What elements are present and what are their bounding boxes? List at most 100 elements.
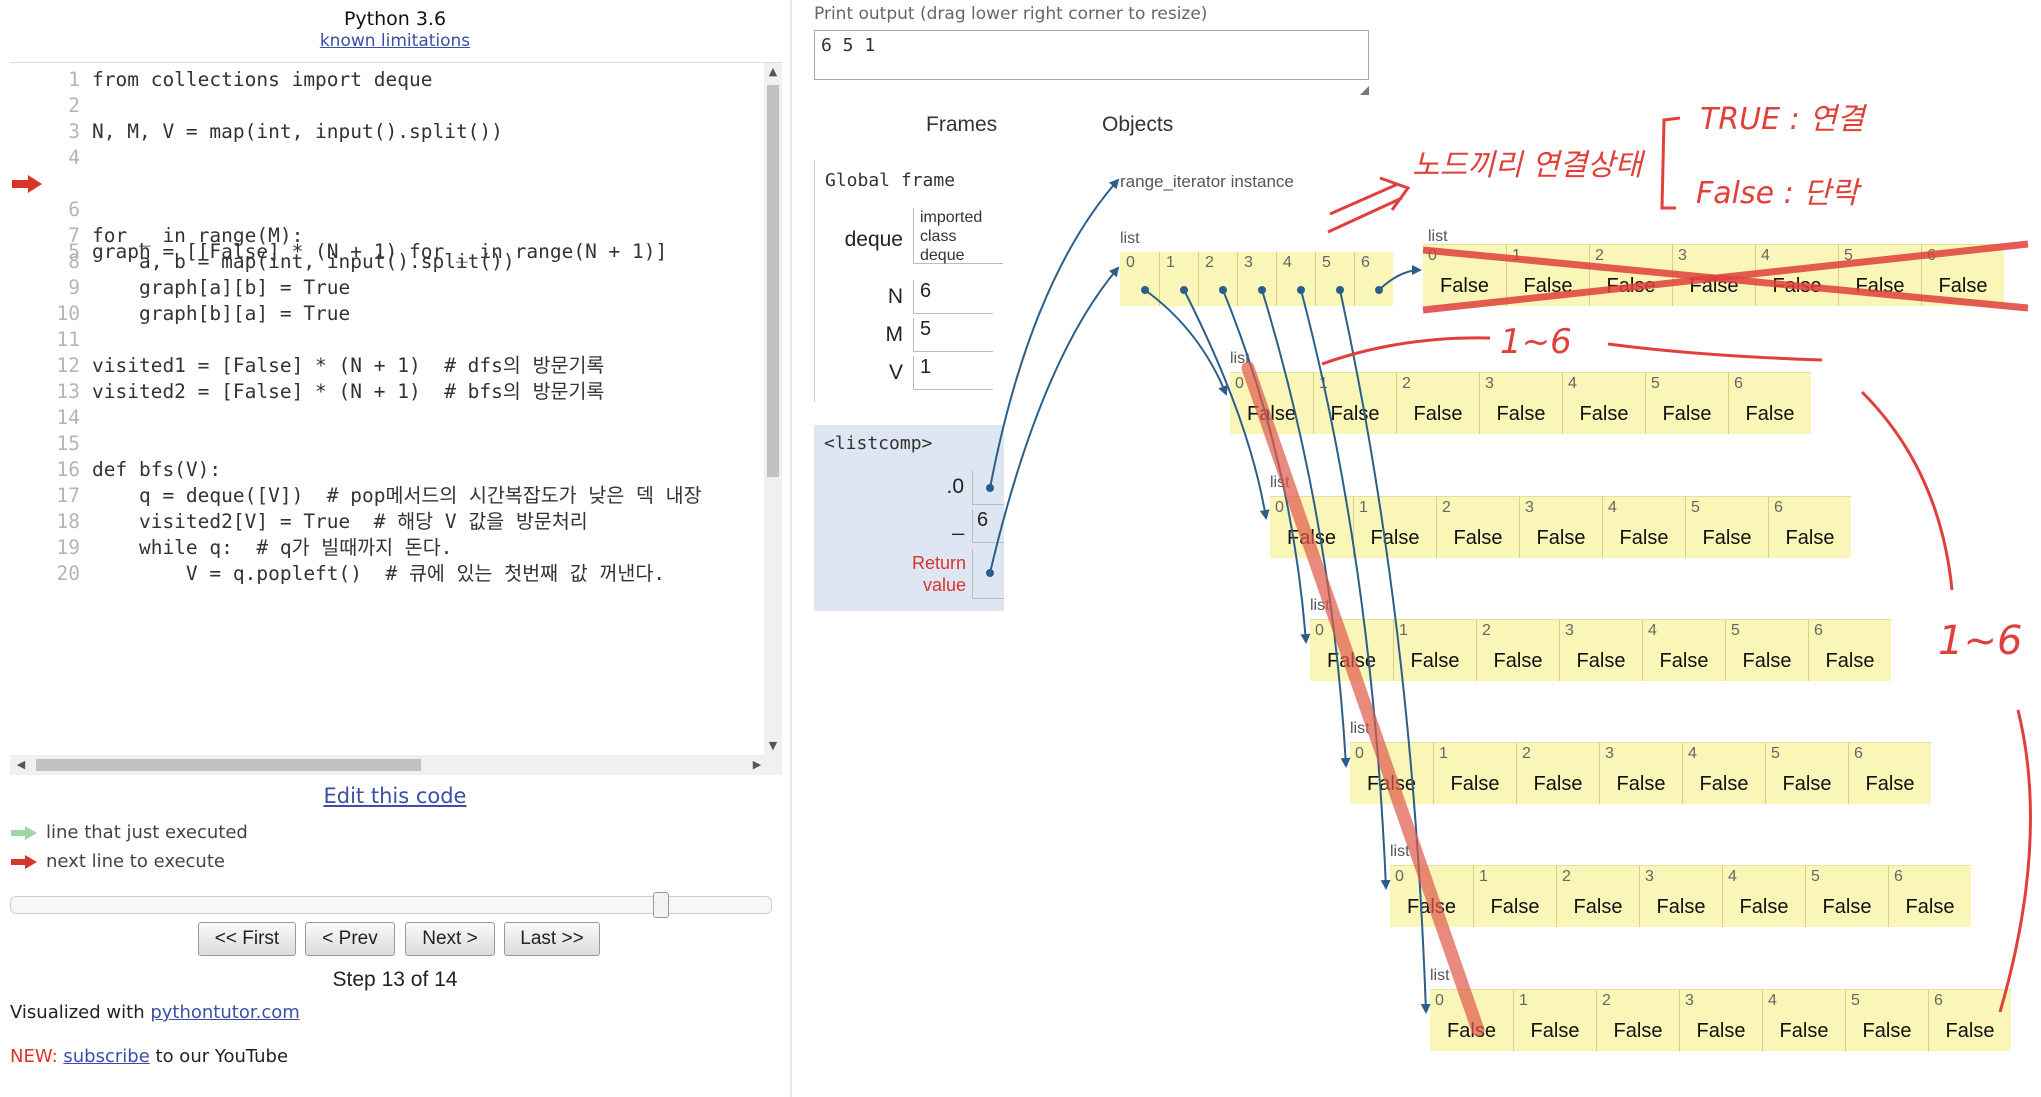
code-text: V = q.popleft() # 큐에 있는 첫번째 값 꺼낸다. bbox=[92, 562, 666, 585]
cell-value: False bbox=[1579, 403, 1629, 425]
list-label: list bbox=[1270, 474, 1290, 491]
print-output-box[interactable]: 6 5 1 bbox=[814, 30, 1369, 80]
return-value-label: Return value bbox=[844, 552, 966, 596]
cell-value: False bbox=[1785, 527, 1835, 549]
range-arc-side bbox=[1998, 709, 2032, 1013]
cell-value: False bbox=[1453, 527, 1503, 549]
frames-heading: Frames bbox=[926, 113, 998, 136]
cell-index: 4 bbox=[1728, 868, 1737, 885]
var-name-iter: .0 bbox=[946, 475, 964, 498]
list-label: list bbox=[1120, 230, 1140, 247]
line-number: 6 bbox=[68, 198, 80, 221]
cell-value: False bbox=[1370, 527, 1420, 549]
cell-value: False bbox=[1782, 773, 1832, 795]
vertical-scrollbar[interactable]: ▲ ▼ bbox=[764, 63, 782, 755]
outer-list-cell: 3 bbox=[1237, 252, 1276, 306]
subscribe-link[interactable]: subscribe bbox=[63, 1046, 150, 1067]
cell-value: False bbox=[1523, 275, 1573, 297]
code-text: q = deque([V]) # pop메서드의 시간복잡도가 낮은 덱 내장 bbox=[92, 484, 702, 507]
next-button[interactable]: Next > bbox=[405, 922, 495, 956]
pane-divider[interactable] bbox=[790, 0, 792, 1097]
code-line: 18 visited2[V] = True # 해당 V 값을 방문처리 bbox=[10, 505, 764, 539]
cell-value: False bbox=[1410, 650, 1460, 672]
step-slider[interactable] bbox=[10, 892, 772, 918]
cell-index: 2 bbox=[1482, 622, 1491, 639]
cell-index: 1 bbox=[1512, 247, 1521, 264]
cell-value: False bbox=[1536, 527, 1586, 549]
legend-next-label: next line to execute bbox=[46, 851, 225, 872]
step-slider-handle[interactable] bbox=[652, 892, 669, 918]
return-label-line: value bbox=[922, 575, 966, 595]
cell-value: False bbox=[1407, 896, 1456, 918]
cell-index: 0 bbox=[1275, 499, 1284, 516]
range-arc-side bbox=[1860, 390, 1954, 591]
horizontal-scrollbar[interactable]: ◀ ▶ bbox=[10, 755, 782, 775]
cell-index: 4 bbox=[1568, 375, 1577, 392]
line-number: 9 bbox=[68, 276, 80, 299]
scroll-left-icon[interactable]: ◀ bbox=[16, 758, 26, 771]
cell-index: 5 bbox=[1322, 254, 1331, 271]
step-counter: Step 13 of 14 bbox=[332, 968, 458, 991]
var-value-v: 1 bbox=[913, 356, 993, 390]
line-number: 18 bbox=[56, 510, 80, 533]
resize-grip-icon[interactable] bbox=[1360, 86, 1369, 95]
code-text: graph = [[False] * (N + 1) for _ in rang… bbox=[92, 240, 668, 263]
edit-code-link[interactable]: Edit this code bbox=[323, 784, 467, 808]
cell-value: False bbox=[1533, 773, 1583, 795]
prev-button[interactable]: < Prev bbox=[305, 922, 395, 956]
cell-index: 2 bbox=[1562, 868, 1571, 885]
cell-index: 2 bbox=[1522, 745, 1531, 762]
outer-list-cell: 1 bbox=[1159, 252, 1198, 306]
pythontutor-link[interactable]: pythontutor.com bbox=[150, 1002, 300, 1023]
cell-value: False bbox=[1772, 275, 1822, 297]
scroll-down-icon[interactable]: ▼ bbox=[768, 739, 778, 752]
cell-index: 1 bbox=[1166, 254, 1175, 271]
cell-index: 6 bbox=[1734, 375, 1743, 392]
cell-index: 3 bbox=[1525, 499, 1534, 516]
last-button[interactable]: Last >> bbox=[504, 922, 600, 956]
line-number: 8 bbox=[68, 250, 80, 273]
cell-index: 2 bbox=[1602, 992, 1611, 1009]
known-limitations-link[interactable]: known limitations bbox=[319, 31, 471, 51]
cell-value: False bbox=[1855, 275, 1905, 297]
scroll-up-icon[interactable]: ▲ bbox=[768, 65, 778, 78]
vertical-scroll-thumb[interactable] bbox=[767, 85, 779, 477]
cell-index: 5 bbox=[1691, 499, 1700, 516]
scroll-right-icon[interactable]: ▶ bbox=[752, 758, 762, 771]
objects-heading: Objects bbox=[1102, 113, 1174, 136]
cell-value: False bbox=[1447, 1020, 1496, 1042]
cell-index: 0 bbox=[1355, 745, 1364, 762]
new-notice: NEW: subscribe to our YouTube bbox=[10, 1046, 288, 1067]
line-number: 16 bbox=[56, 458, 80, 481]
code-text: visited2[V] = True # 해당 V 값을 방문처리 bbox=[92, 510, 588, 533]
cell-index: 4 bbox=[1761, 247, 1770, 264]
code-text: graph[b][a] = True bbox=[92, 302, 351, 325]
annotation-header-note: 노드끼리 연결상태 bbox=[1412, 148, 1643, 183]
cell-index: 3 bbox=[1678, 247, 1687, 264]
first-button[interactable]: << First bbox=[198, 922, 296, 956]
deque-value-line: deque bbox=[920, 247, 965, 264]
code-line: 11 bbox=[10, 323, 764, 357]
horizontal-scroll-thumb[interactable] bbox=[36, 759, 421, 771]
